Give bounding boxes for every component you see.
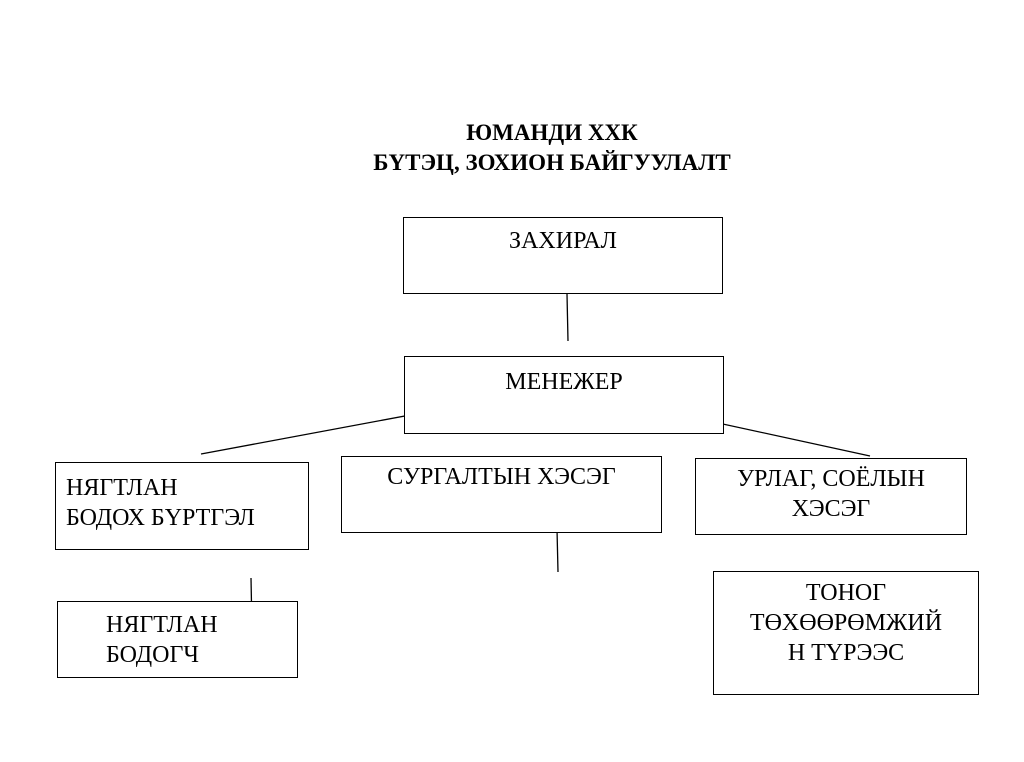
connector-director-manager (566, 293, 569, 342)
node-rental-label-line3: Н ТҮРЭЭС (787, 640, 905, 666)
connector-training-stub (556, 528, 559, 573)
node-rental-label-line1: ТОНОГ (805, 580, 887, 606)
node-arts-label-line1: УРЛАГ, СОЁЛЫН (737, 466, 925, 492)
node-accountant: НЯГТЛАН БОДОГЧ (57, 601, 298, 678)
node-accounting-label-line1: НЯГТЛАН (66, 475, 178, 501)
node-training-label: СУРГАЛТЫН ХЭСЭГ (387, 464, 616, 490)
node-accountant-label-line1: НЯГТЛАН (106, 612, 218, 638)
node-accounting-label-line2: БОДОХ БҮРТГЭЛ (66, 505, 255, 531)
node-arts: УРЛАГ, СОЁЛЫН ХЭСЭГ (695, 458, 967, 535)
node-rental-label-line2: ТӨХӨӨРӨМЖИЙ (749, 610, 943, 636)
node-director-label: ЗАХИРАЛ (509, 228, 617, 254)
node-accounting: НЯГТЛАН БОДОХ БҮРТГЭЛ (55, 462, 309, 550)
node-manager: МЕНЕЖЕР (404, 356, 724, 434)
node-arts-label-line2: ХЭСЭГ (791, 496, 871, 522)
node-training: СУРГАЛТЫН ХЭСЭГ (341, 456, 662, 533)
title-company: ЮМАНДИ ХХК (466, 120, 638, 145)
node-director: ЗАХИРАЛ (403, 217, 723, 294)
diagram-title: ЮМАНДИ ХХК БҮТЭЦ, ЗОХИОН БАЙГУУЛАЛТ (0, 118, 1024, 178)
node-accountant-label-line2: БОДОГЧ (106, 642, 199, 668)
node-rental: ТОНОГ ТӨХӨӨРӨМЖИЙ Н ТҮРЭЭС (713, 571, 979, 695)
node-manager-label: МЕНЕЖЕР (505, 369, 623, 395)
title-subtitle: БҮТЭЦ, ЗОХИОН БАЙГУУЛАЛТ (373, 150, 731, 175)
